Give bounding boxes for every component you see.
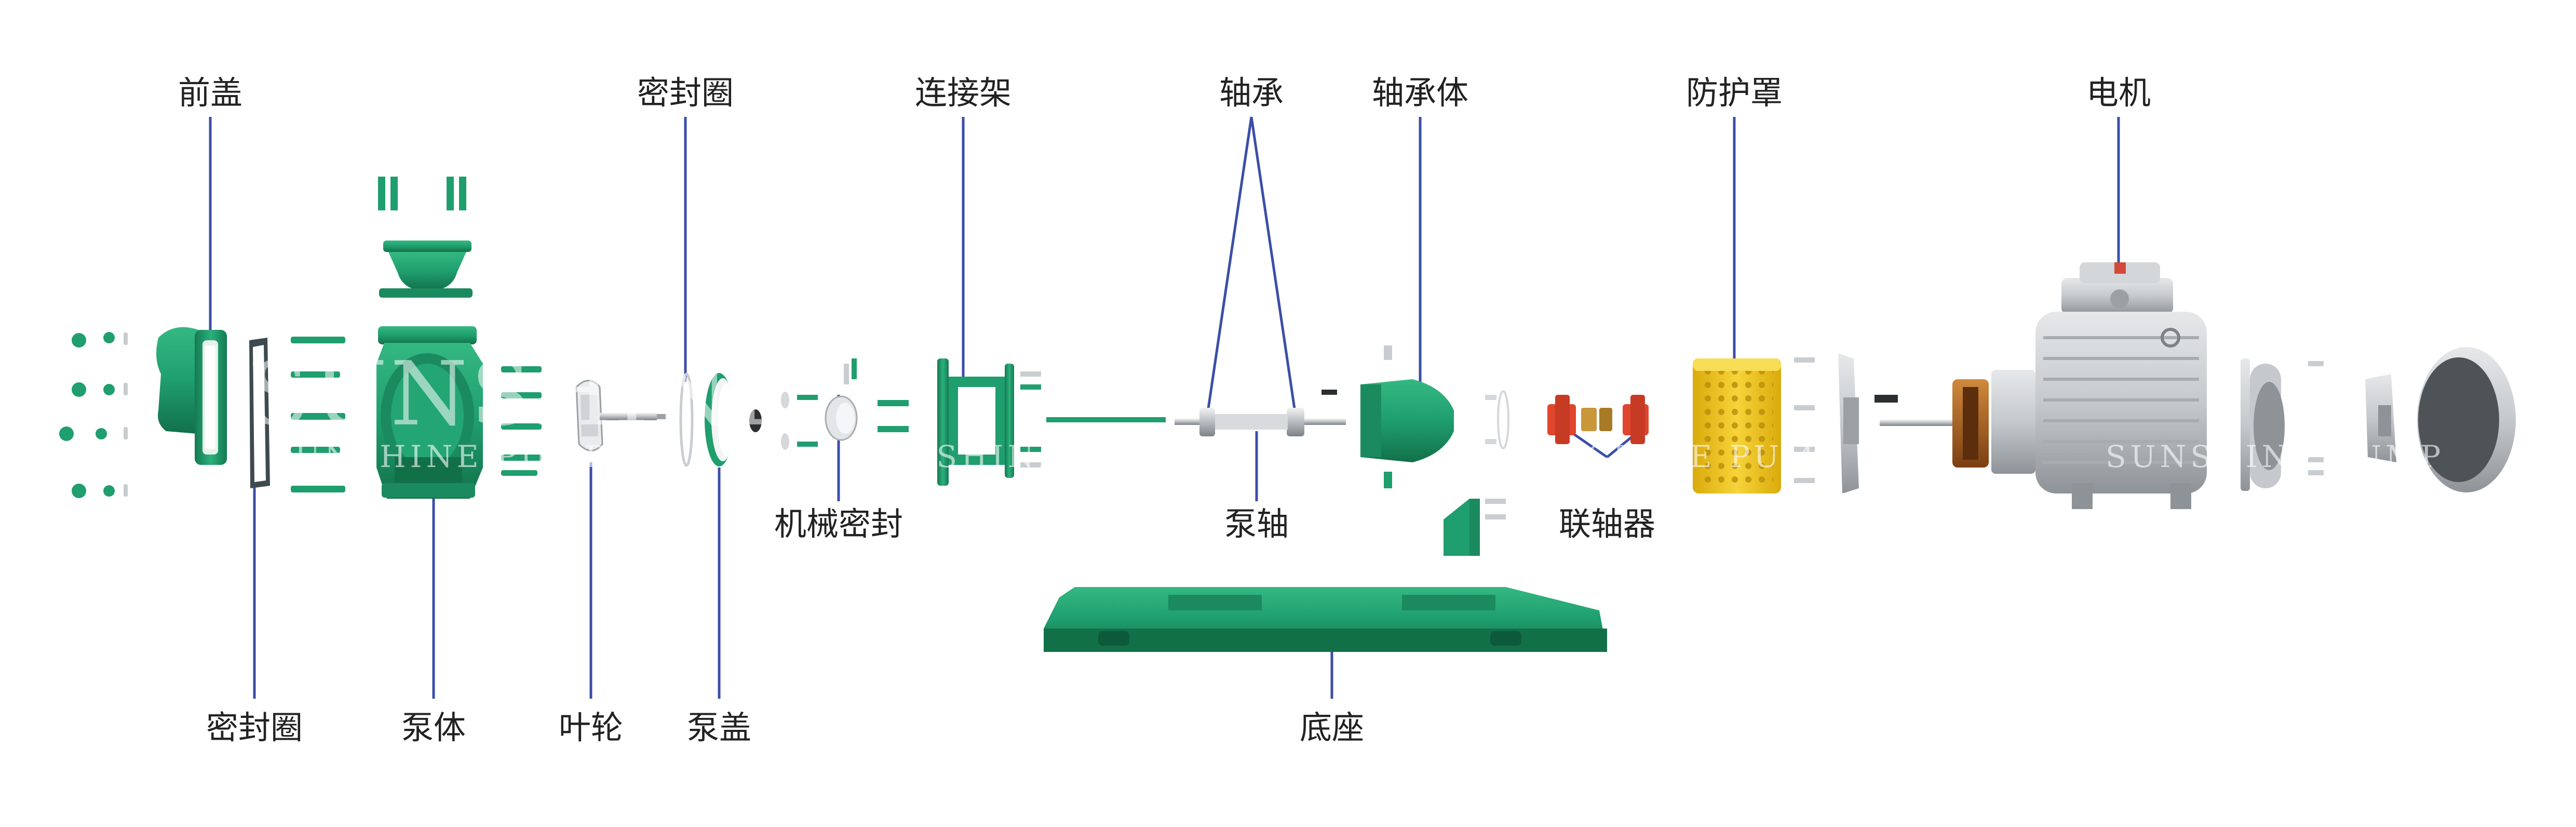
- label-coupling: 联轴器: [1558, 505, 1656, 543]
- connection-frame-icon: [878, 358, 1041, 486]
- label-seal-ring-top: 密封圈: [637, 74, 734, 112]
- impeller-icon: [575, 380, 666, 451]
- front-cover-icon: [156, 327, 227, 465]
- label-mechanical-seal: 机械密封: [774, 505, 903, 543]
- seal-ring-bottom-icon: [249, 338, 270, 488]
- bracket-icon: [1444, 499, 1506, 556]
- pump-body-flange-icon: [378, 177, 473, 298]
- base-icon: [1044, 587, 1607, 652]
- motor-body-icon: [2035, 262, 2207, 509]
- label-bearing: 轴承: [1219, 74, 1284, 112]
- label-seal-ring-bottom: 密封圈: [206, 709, 303, 746]
- pump-body-icon: [376, 326, 483, 499]
- motor-rotor-icon: [1880, 370, 2035, 474]
- bearing-body-icon: [1360, 345, 1454, 488]
- watermark-brand-1: SUNSHINE PUMP: [270, 439, 610, 474]
- label-pump-body: 泵体: [401, 709, 466, 746]
- label-bearing-body: 轴承体: [1371, 74, 1469, 112]
- body-right-studs-icon: [501, 366, 542, 476]
- label-base: 底座: [1299, 709, 1365, 746]
- shaft-spacer-icon: [1046, 417, 1166, 422]
- label-front-cover: 前盖: [178, 74, 243, 112]
- label-motor: 电机: [2086, 74, 2151, 112]
- coupling-spacers-icon: [1485, 390, 1509, 449]
- motor-flange-icon: [1838, 353, 1898, 493]
- front-bolts-icon: [59, 332, 128, 498]
- coupling-icon: [1547, 395, 1649, 444]
- body-studs-icon: [291, 337, 345, 492]
- mechanical-seal-icon: [749, 358, 858, 450]
- watermark-brand-4: SUNSHINE PUMP: [2106, 439, 2445, 474]
- leader-lines: [209, 116, 2120, 699]
- label-pump-cover: 泵盖: [686, 709, 752, 746]
- watermark-brand-2: SUNSHINE PUMP: [852, 439, 1191, 474]
- fan-cover-icon: [2417, 347, 2516, 492]
- label-impeller: 叶轮: [558, 709, 624, 746]
- motor-end-shield-icon: [2241, 358, 2324, 491]
- label-connection-frame: 连接架: [914, 74, 1012, 112]
- pump-cover-icon: [705, 373, 734, 466]
- seal-ring-top-icon: [679, 372, 694, 467]
- motor-fan-icon: [2365, 374, 2396, 462]
- watermark-brand-3: SUNSHINE PUMP: [1503, 439, 1843, 474]
- label-pump-shaft: 泵轴: [1224, 505, 1289, 543]
- guard-icon: [1693, 358, 1781, 493]
- watermark-1: SUNSHINE: [249, 343, 801, 446]
- label-guard: 防护罩: [1685, 74, 1783, 112]
- motor-fasteners-icon: [1794, 357, 1815, 483]
- pump-shaft-icon: [1175, 390, 1346, 436]
